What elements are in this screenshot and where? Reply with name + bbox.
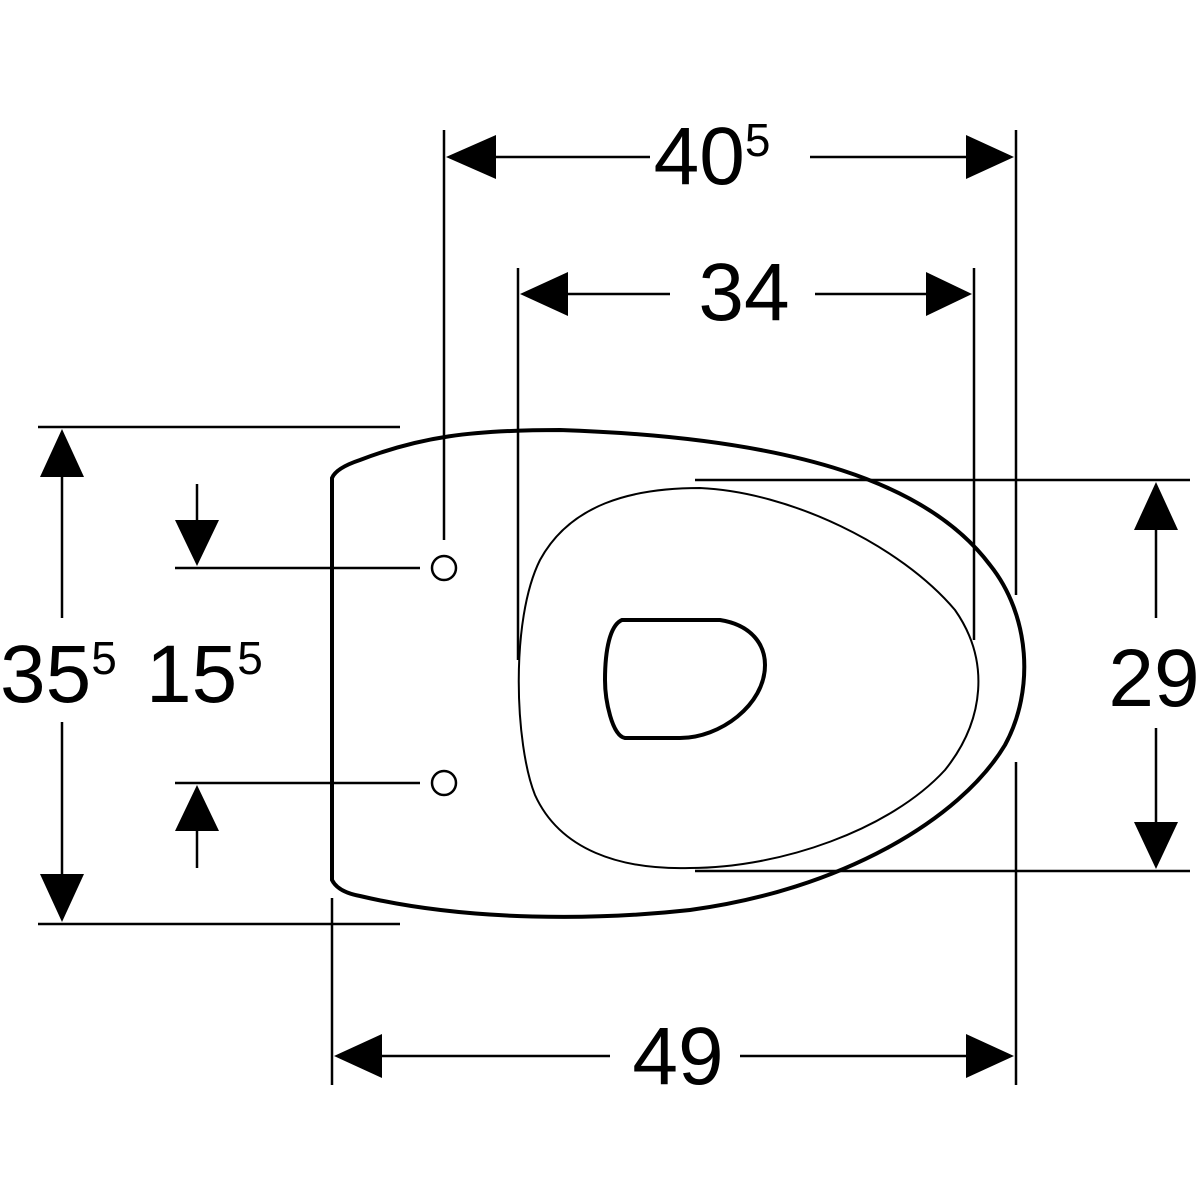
label-overall-width: 405 — [654, 111, 771, 202]
fixing-hole-bottom — [430, 769, 458, 797]
label-hole-spacing: 155 — [146, 629, 263, 720]
label-overall-depth: 355 — [0, 629, 117, 720]
drain-opening — [602, 618, 768, 740]
dimension-overall-depth: 355 — [0, 429, 117, 922]
bowl-outline — [330, 427, 1027, 919]
bowl-outer-shell — [330, 427, 1027, 919]
label-overall-length: 49 — [632, 1011, 723, 1102]
dimension-inner-depth: 29 — [1108, 482, 1200, 869]
dimension-inner-width: 34 — [520, 247, 972, 338]
extension-lines — [38, 130, 1190, 1085]
dimension-overall-length: 49 — [334, 1011, 1014, 1102]
label-inner-width: 34 — [698, 247, 789, 338]
fixing-hole-top — [430, 554, 458, 582]
label-inner-depth: 29 — [1108, 633, 1199, 724]
dimension-overall-width: 405 — [446, 111, 1014, 202]
dimension-hole-spacing: 155 — [146, 484, 263, 868]
bowl-inner-rim — [517, 486, 980, 870]
